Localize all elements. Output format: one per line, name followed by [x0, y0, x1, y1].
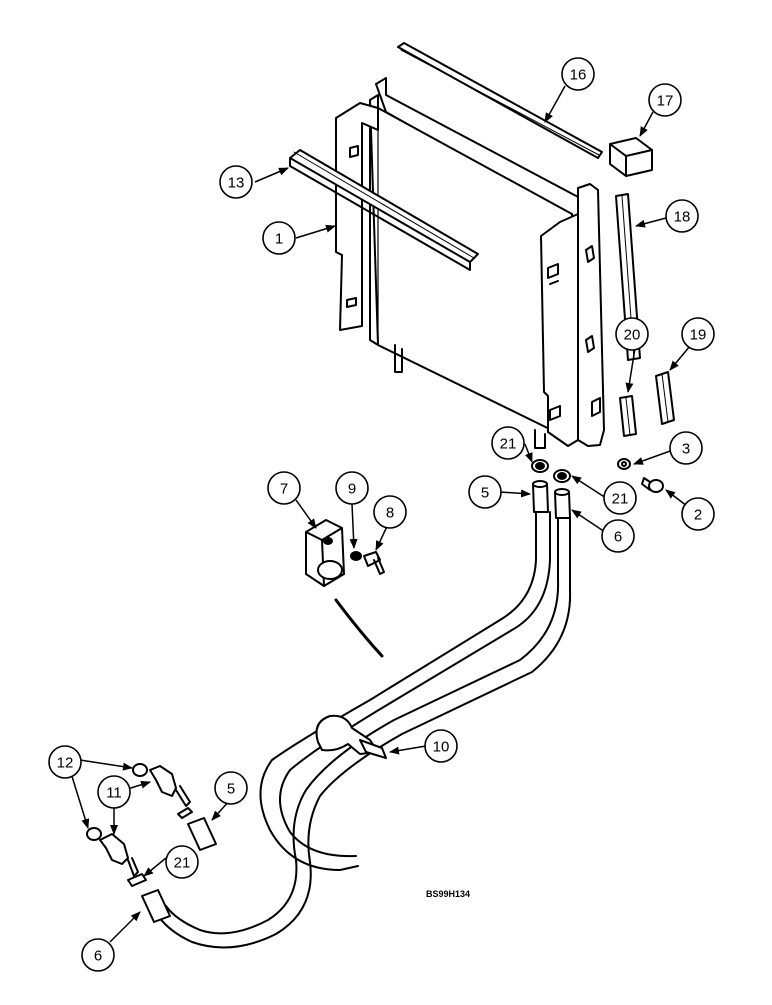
callout-circle — [262, 221, 296, 255]
hose-end — [532, 480, 571, 519]
hose-end-lower — [127, 807, 217, 923]
callout-number: 20 — [624, 327, 641, 344]
callout-circle — [468, 475, 502, 509]
callout-number: 9 — [348, 481, 356, 498]
callout-circle — [681, 317, 715, 351]
elbow-fitting-lower — [86, 827, 139, 877]
callout-number: 3 — [682, 441, 690, 458]
top-seal-strip — [397, 42, 603, 159]
callout-circle — [681, 497, 715, 531]
callout-circle — [97, 775, 131, 809]
callout-circle — [561, 57, 595, 91]
callout-number: 6 — [614, 529, 622, 546]
callout-circle — [665, 199, 699, 233]
washer — [617, 458, 631, 470]
bolt — [641, 477, 664, 493]
short-seal-strip — [619, 395, 637, 437]
callout-number: 18 — [674, 209, 691, 226]
callout-circle — [373, 495, 407, 529]
callout-circle — [219, 165, 253, 199]
mount-bracket — [305, 519, 362, 587]
callout-circle — [424, 729, 458, 763]
callout-circle — [615, 317, 649, 351]
callout-circle — [603, 481, 637, 515]
callout-number: 10 — [433, 739, 450, 756]
callout-number: 7 — [280, 481, 288, 498]
callout-number: 17 — [657, 93, 674, 110]
cooler-hose — [157, 511, 572, 949]
rotation-arrow — [334, 598, 384, 658]
fitting-ring — [531, 459, 571, 483]
callout-circle — [214, 771, 248, 805]
callout-circle — [335, 471, 369, 505]
callout-number: 6 — [94, 948, 102, 965]
elbow-fitting-upper — [132, 763, 191, 807]
drawing-code: BS99H134 — [426, 889, 470, 899]
callout-number: 13 — [228, 175, 245, 192]
foam-block — [609, 137, 653, 177]
callout-number: 11 — [106, 785, 122, 802]
callout-number: 21 — [612, 491, 629, 508]
callout-number: 5 — [481, 485, 489, 502]
callout-number: 21 — [174, 855, 191, 872]
upper-seal-strip — [289, 149, 479, 271]
callout-number: 2 — [694, 507, 702, 524]
callout-number: 12 — [57, 755, 74, 772]
callout-number: 16 — [570, 67, 587, 84]
callout-circle — [491, 426, 525, 460]
callout-number: 19 — [690, 327, 707, 344]
hose-clamp — [315, 714, 387, 759]
callout-number: 21 — [500, 436, 517, 453]
callout-number: 8 — [386, 505, 394, 522]
cap-screw — [363, 551, 385, 575]
callout-circle — [165, 845, 199, 879]
callout-circle — [601, 519, 635, 553]
callout-circle — [267, 471, 301, 505]
channel-strip — [655, 371, 675, 425]
callout-number: 1 — [275, 231, 283, 248]
callout-circle — [81, 938, 115, 972]
callout-circle — [648, 83, 682, 117]
callout-circle — [669, 431, 703, 465]
callout-number: 5 — [227, 781, 235, 798]
callout-circle — [48, 745, 82, 779]
